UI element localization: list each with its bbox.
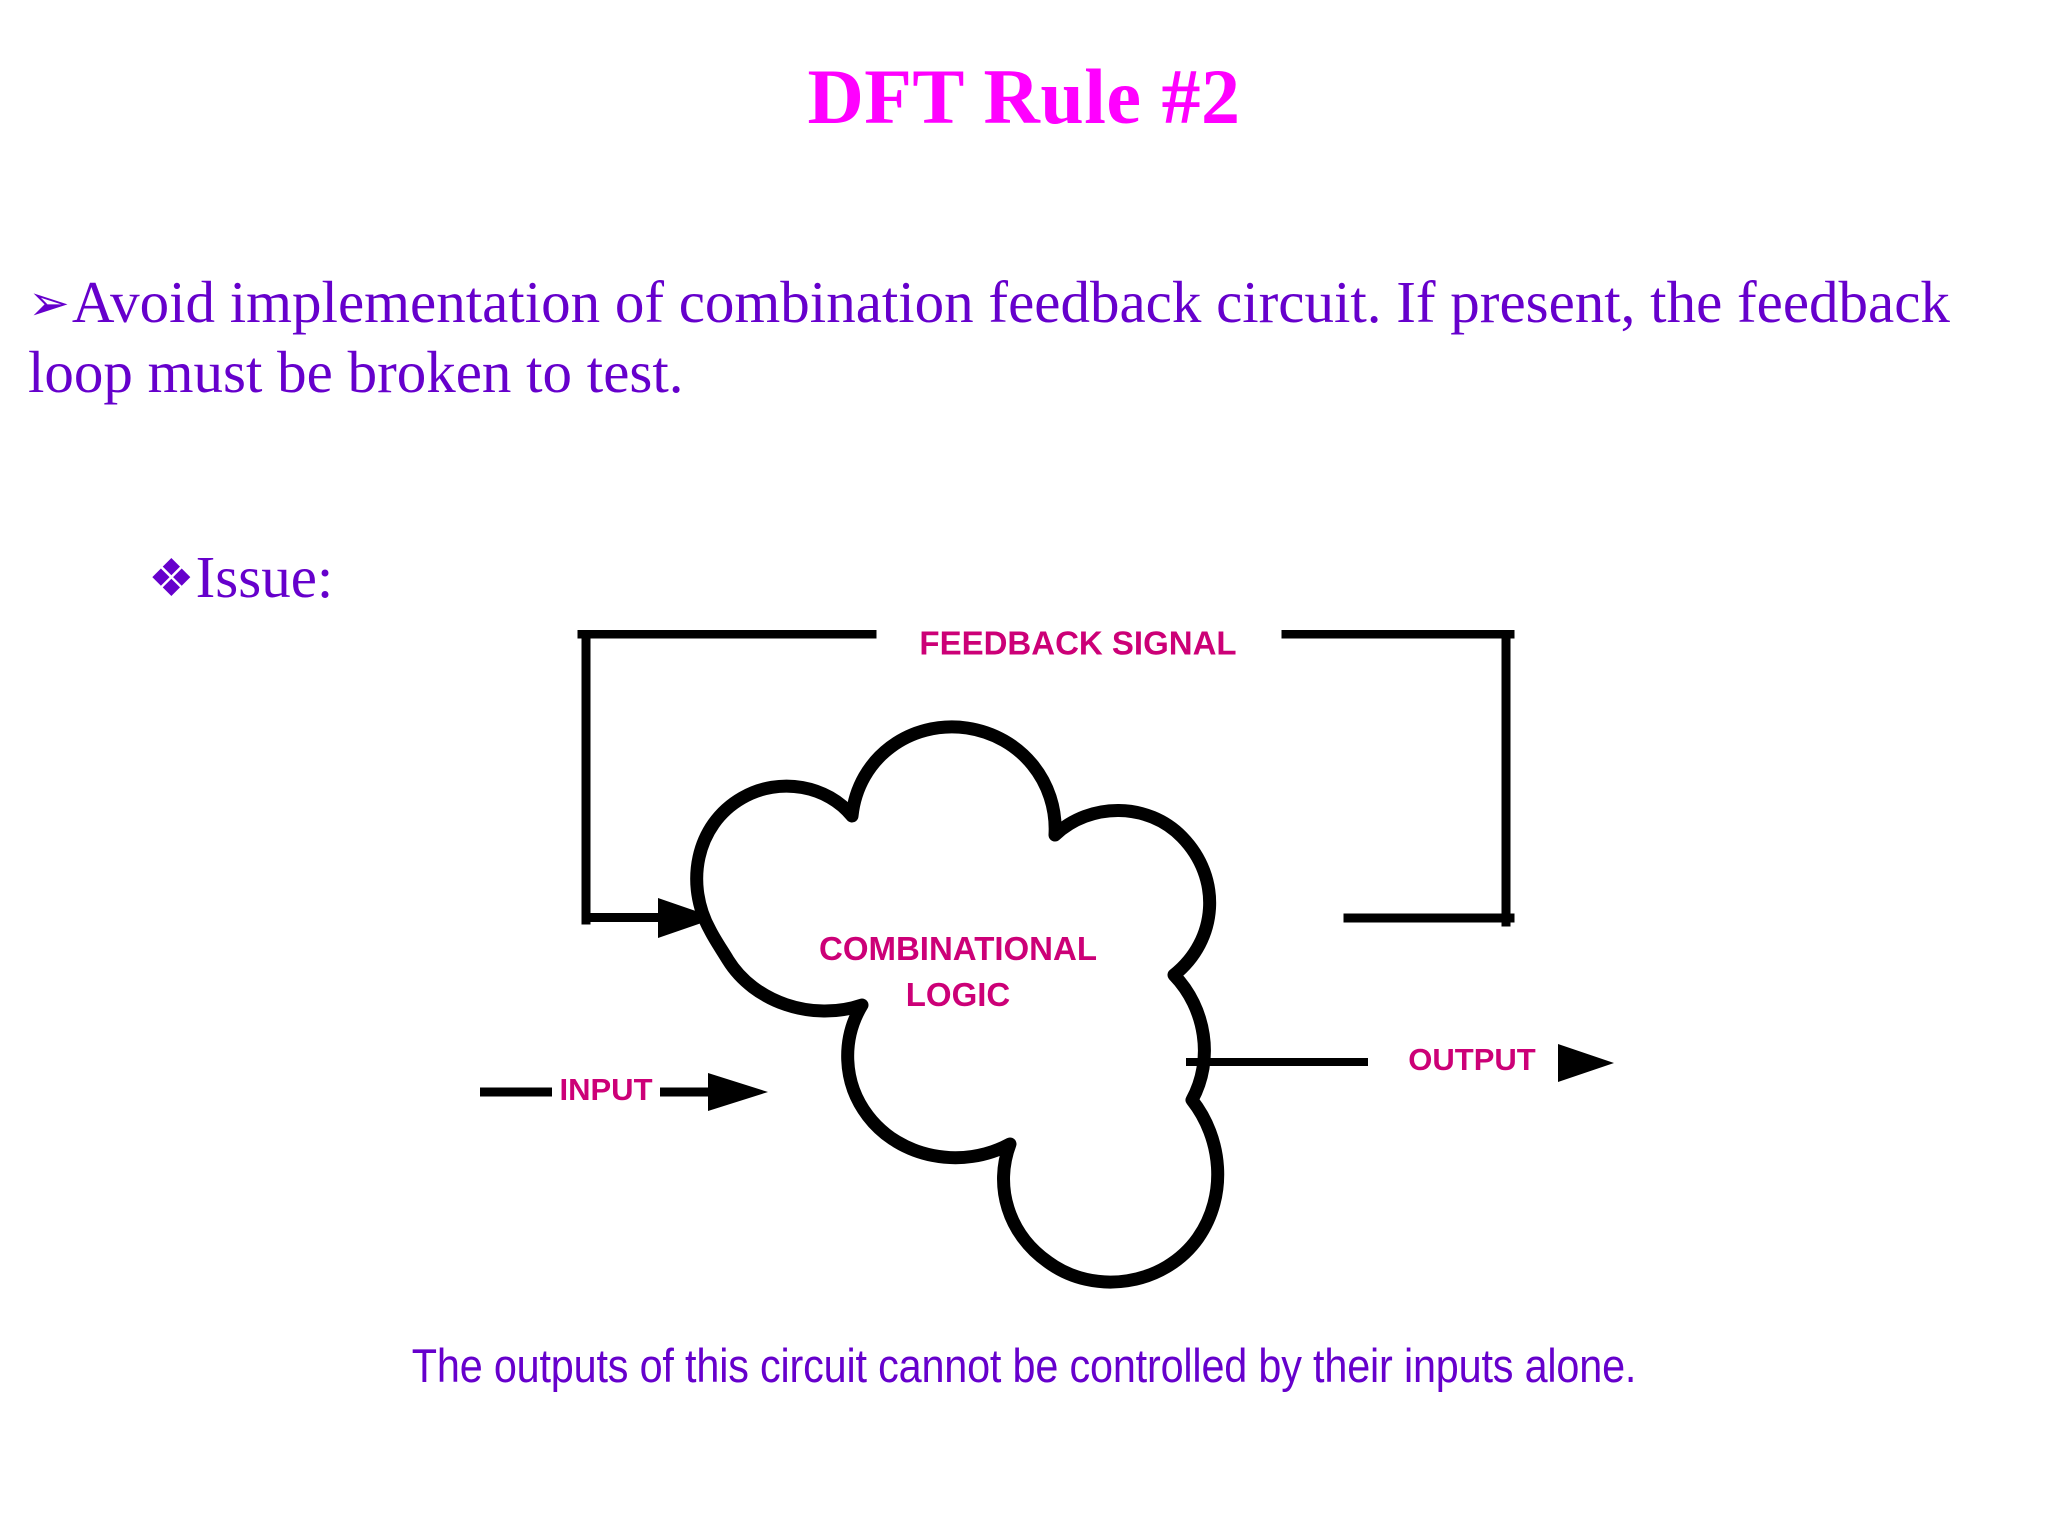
feedback-wire-left — [577, 630, 877, 925]
bullet-text: Avoid implementation of combination feed… — [28, 269, 1950, 405]
feedback-wire-right — [1281, 630, 1515, 927]
input-label: INPUT — [560, 1072, 653, 1107]
bullet-item-issue: ❖Issue: — [148, 545, 333, 610]
combinational-logic-label-line1: COMBINATIONAL — [819, 930, 1097, 967]
arrow-bullet-icon: ➢ — [28, 275, 70, 331]
diamond-bullet-icon: ❖ — [148, 551, 195, 608]
output-label: OUTPUT — [1408, 1042, 1536, 1077]
page-title: DFT Rule #2 — [807, 53, 1241, 140]
combinational-logic-label-line2: LOGIC — [906, 976, 1011, 1013]
input-arrowhead — [708, 1073, 768, 1111]
issue-label: Issue: — [195, 544, 334, 610]
diagram-caption: The outputs of this circuit cannot be co… — [411, 1339, 1637, 1392]
feedback-circuit-diagram: FEEDBACK SIGNAL COMBINATIONAL LOGIC INPU… — [480, 630, 1840, 1310]
output-arrowhead — [1558, 1044, 1614, 1082]
bullet-item-avoid-feedback: ➢Avoid implementation of combination fee… — [28, 268, 2018, 407]
combinational-logic-cloud — [690, 720, 1225, 1289]
feedback-arrow-into-block — [582, 898, 716, 938]
feedback-signal-label: FEEDBACK SIGNAL — [919, 630, 1236, 662]
